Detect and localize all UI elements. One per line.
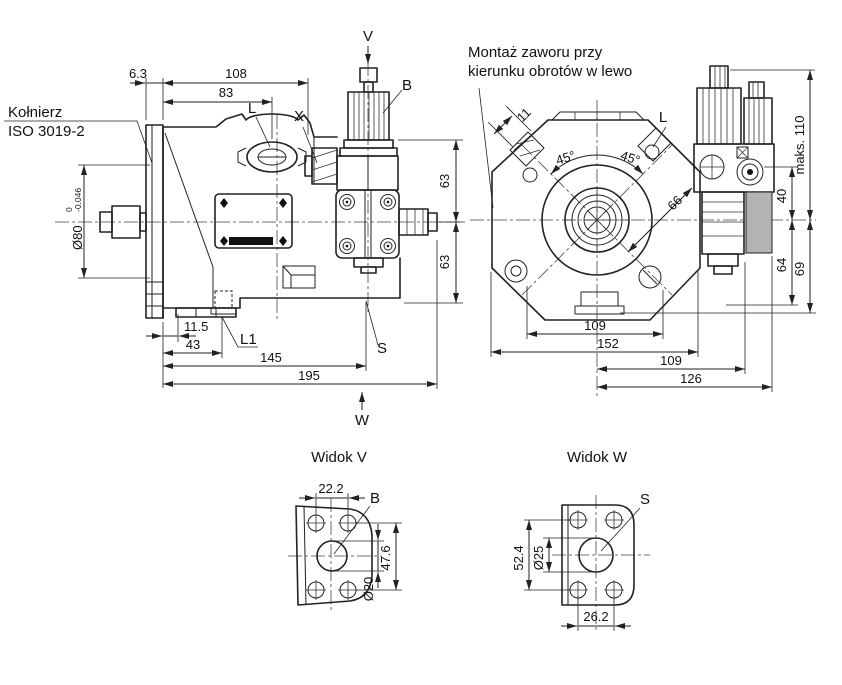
- port-x-label: X: [294, 108, 304, 125]
- port-l1-label: L1: [240, 331, 257, 348]
- dim-diag-to-face: 66: [664, 192, 685, 213]
- dim-port-x-height: 40: [774, 189, 789, 203]
- side-view-dimensions: 6.3 108 83 Ø80 0 -0.046 63 63 11.5 43 14…: [64, 66, 463, 389]
- view-w: Widok W 52.4 Ø25 26.2 S: [511, 449, 650, 631]
- side-view-body: [99, 67, 438, 319]
- flange-label-line1: Kołnierz: [8, 104, 62, 121]
- view-v-bolt-holes: [306, 513, 358, 600]
- dim-boss-width: 11: [514, 105, 534, 125]
- bottom-pads: [574, 291, 625, 315]
- front-port-l-label: L: [659, 109, 667, 126]
- port-w-label: W: [355, 412, 370, 429]
- port-l1: [210, 290, 237, 315]
- port-s-label: S: [377, 340, 387, 357]
- side-port-plug: [398, 208, 438, 236]
- centerlines: [55, 62, 816, 632]
- view-v-port-b-label: B: [370, 490, 380, 507]
- port-b-label: B: [402, 77, 412, 94]
- dim-port-s-offset: 145: [260, 350, 282, 365]
- flange-label-line2: ISO 3019-2: [8, 123, 85, 140]
- valve-note-line2: kierunku obrotów w lewo: [468, 63, 632, 80]
- dim-shaft-tol-lower: -0.046: [73, 188, 83, 212]
- dim-angle-left: 45°: [554, 148, 577, 168]
- dim-center-to-valve-face: 109: [660, 353, 682, 368]
- port-l-boss: [237, 141, 307, 173]
- dim-w-vertical-spacing: 52.4: [511, 545, 526, 570]
- dim-v-bore: Ø20: [361, 577, 376, 602]
- control-valve-front: [693, 65, 775, 275]
- dim-below-center-inner: 64: [774, 258, 789, 272]
- view-v: Widok V 22.2 47.6 Ø20 B: [295, 449, 402, 606]
- dim-angle-right: 45°: [619, 148, 642, 168]
- dim-max-height: maks. 110: [792, 115, 807, 174]
- dim-body-width: 152: [597, 336, 619, 351]
- view-w-port-s-label: S: [640, 491, 650, 508]
- dim-shaft-tol-upper: 0: [64, 207, 74, 212]
- dim-overall-length: 195: [298, 368, 320, 383]
- dim-drain-offset: 11.5: [184, 319, 208, 334]
- view-v-title: Widok V: [311, 449, 367, 466]
- valve-note-line1: Montaż zaworu przy: [468, 44, 603, 61]
- dim-length-to-port-l: 83: [219, 85, 233, 100]
- control-valve-side: [304, 67, 400, 274]
- dim-w-hole-spacing: 26.2: [583, 609, 608, 624]
- dim-shaft-diameter: Ø80: [70, 225, 85, 250]
- dim-flange-thickness: 6.3: [129, 66, 147, 81]
- dim-height-lower: 63: [437, 255, 452, 269]
- dim-bolt-span: 109: [584, 318, 606, 333]
- side-view-labels: V B L X L1 S W Kołnierz ISO 3019-2: [4, 28, 412, 429]
- dim-height-upper: 63: [437, 174, 452, 188]
- dim-port-l1-offset: 43: [186, 337, 200, 352]
- port-l-label: L: [248, 100, 256, 117]
- port-v-label: V: [363, 28, 373, 45]
- front-view-dimensions: maks. 110 40 64 69 109 152 109 126 45° 4…: [468, 44, 816, 392]
- nameplate: [214, 193, 293, 249]
- front-view-body: [491, 65, 775, 321]
- dim-below-center-outer: 69: [792, 262, 807, 276]
- dim-center-to-valve-outer: 126: [680, 371, 702, 386]
- dim-v-vertical-spacing: 47.6: [378, 545, 393, 570]
- view-w-title: Widok W: [567, 449, 628, 466]
- corner-plugs: [504, 127, 672, 289]
- adapter-plate: [745, 191, 773, 254]
- dim-v-hole-spacing: 22.2: [318, 481, 343, 496]
- pump-housing: [162, 113, 401, 319]
- dim-length-to-valve: 108: [225, 66, 247, 81]
- dim-w-bore: Ø25: [531, 546, 546, 571]
